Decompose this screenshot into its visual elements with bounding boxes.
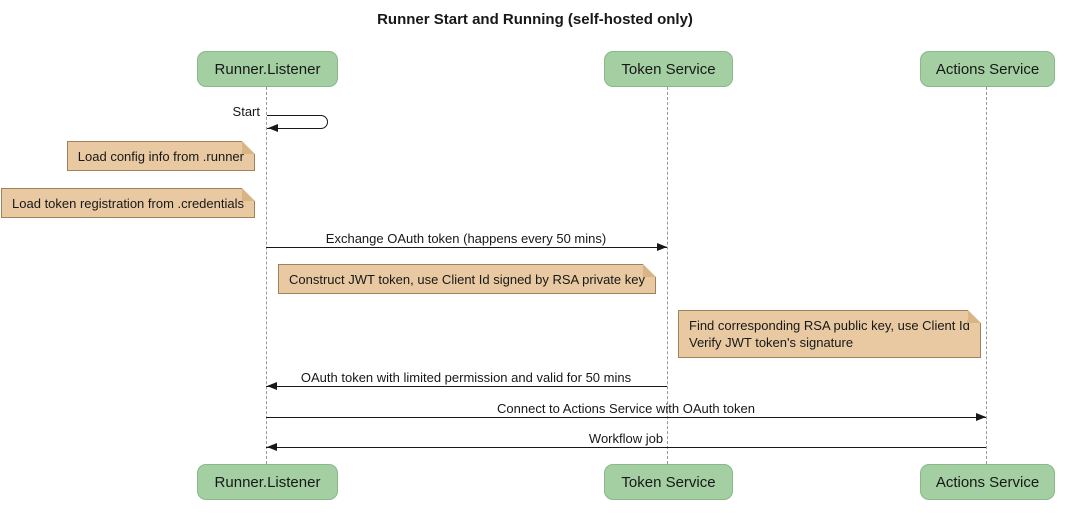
lifeline-token-service [667, 87, 668, 464]
message-oauth-return-arrowhead-icon [267, 382, 277, 390]
participant-actions-service-bottom: Actions Service [920, 464, 1055, 500]
message-oauth-return-line [266, 386, 667, 387]
note-load-config: Load config info from .runner [66, 141, 256, 171]
participant-runner-listener-bottom: Runner.Listener [197, 464, 338, 500]
lifeline-actions-service [986, 87, 987, 464]
start-self-arrow [267, 115, 328, 129]
start-arrowhead-icon [268, 124, 278, 132]
message-exchange-oauth-line [266, 247, 667, 248]
message-exchange-oauth-label: Exchange OAuth token (happens every 50 m… [325, 231, 607, 246]
start-message-label: Start [232, 104, 260, 119]
message-connect-arrowhead-icon [976, 413, 986, 421]
participant-token-service-bottom: Token Service [604, 464, 733, 500]
message-workflow-label: Workflow job [588, 431, 664, 446]
note-text-line1: Find corresponding RSA public key, use C… [689, 318, 970, 333]
participant-token-service-top: Token Service [604, 51, 733, 87]
lifeline-runner-listener [266, 87, 267, 464]
note-text-line2: Verify JWT token's signature [689, 335, 854, 350]
message-oauth-return-label: OAuth token with limited permission and … [300, 370, 632, 385]
participant-actions-service-top: Actions Service [920, 51, 1055, 87]
participant-label: Token Service [621, 60, 716, 78]
note-load-credentials: Load token registration from .credential… [1, 188, 255, 218]
message-exchange-arrowhead-icon [657, 243, 667, 251]
message-workflow-arrowhead-icon [267, 443, 277, 451]
message-connect-label: Connect to Actions Service with OAuth to… [497, 401, 755, 416]
participant-label: Actions Service [935, 60, 1040, 78]
participant-label: Actions Service [935, 473, 1040, 491]
participant-label: Runner.Listener [214, 473, 321, 491]
note-construct-jwt: Construct JWT token, use Client Id signe… [278, 264, 656, 294]
note-text: Load config info from .runner [77, 148, 244, 164]
note-text: Load token registration from .credential… [12, 195, 244, 211]
note-text: Construct JWT token, use Client Id signe… [289, 271, 645, 287]
diagram-title: Runner Start and Running (self-hosted on… [377, 11, 693, 28]
note-verify-jwt: Find corresponding RSA public key, use C… [678, 310, 981, 358]
message-workflow-line [266, 447, 986, 448]
message-connect-line [266, 417, 986, 418]
participant-label: Runner.Listener [214, 60, 321, 78]
participant-label: Token Service [621, 473, 716, 491]
participant-runner-listener-top: Runner.Listener [197, 51, 338, 87]
